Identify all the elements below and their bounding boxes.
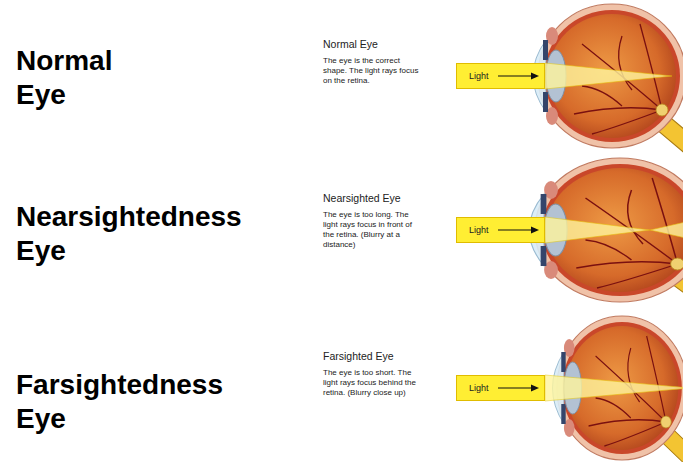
panel-description: The eye is too long. The light rays focu… [323, 210, 423, 250]
arrow-shaft [498, 75, 533, 76]
arrow-head [531, 227, 539, 234]
row-heading: Nearsightedness Eye [16, 200, 242, 268]
nearsighted-eyeball [529, 158, 683, 321]
row-heading: Normal Eye [16, 44, 112, 112]
beam-label: Light [457, 225, 489, 235]
beam-label: Light [457, 71, 489, 81]
light-cone [545, 63, 672, 89]
light-cone [545, 217, 650, 243]
light-beam: Light [456, 375, 545, 401]
panel-description: The eye is too short. The light rays foc… [323, 368, 423, 398]
arrow-shaft [498, 387, 533, 388]
light-cone [545, 375, 683, 401]
panel-title: Normal Eye [323, 38, 378, 51]
light-beam: Light [456, 63, 545, 89]
panel-description: The eye is the correct shape. The light … [323, 56, 423, 86]
light-beam: Light [456, 217, 545, 243]
panel-title: Nearsighted Eye [323, 192, 401, 205]
panel-title: Farsighted Eye [323, 350, 394, 363]
beam-label: Light [457, 383, 489, 393]
row-heading: Farsightedness Eye [16, 368, 223, 436]
light-cone [650, 221, 683, 239]
arrow-head [531, 385, 539, 392]
arrow-head [531, 73, 539, 80]
normal-eyeball [533, 4, 683, 167]
arrow-shaft [498, 229, 533, 230]
